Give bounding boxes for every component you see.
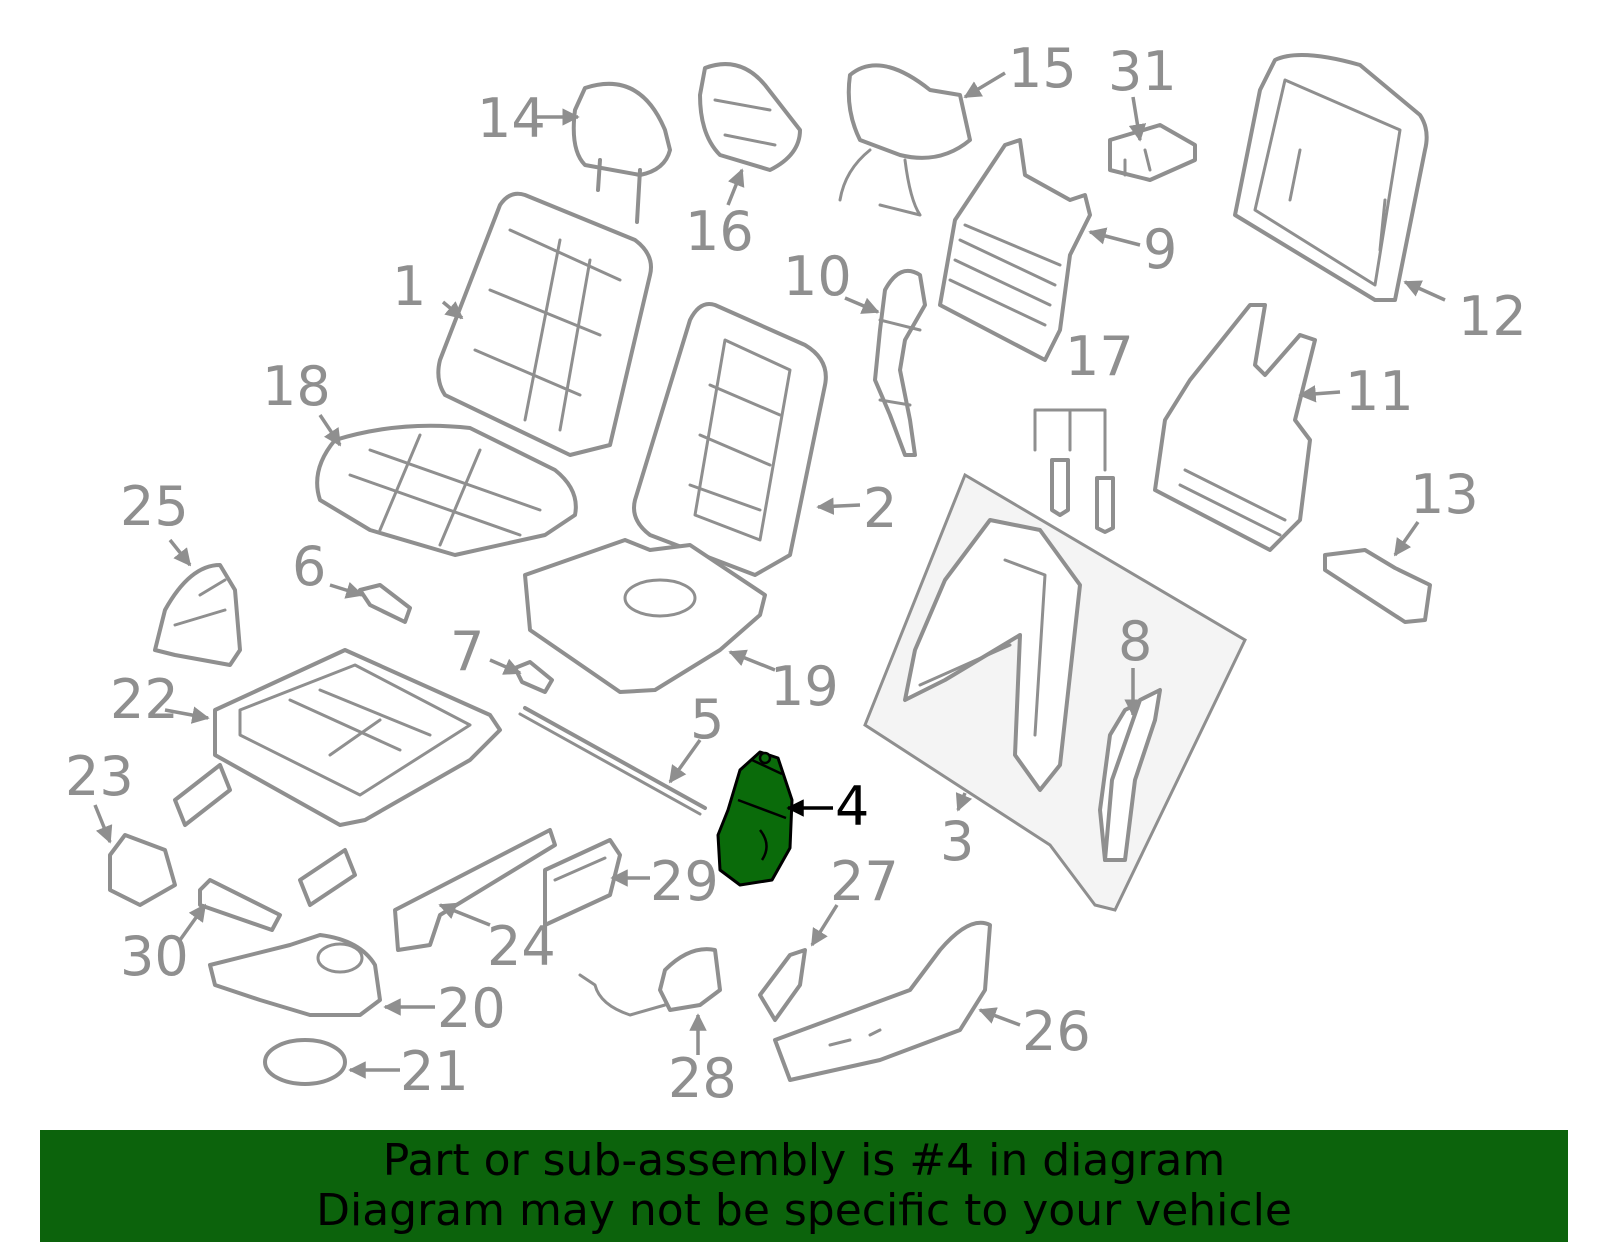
callout-23: 23 — [65, 745, 134, 808]
callout-1: 1 — [392, 255, 426, 318]
part-19-cushion-pad[interactable] — [523, 538, 767, 694]
callout-5: 5 — [690, 688, 724, 751]
banner-line-1: Part or sub-assembly is #4 in diagram — [382, 1135, 1226, 1186]
part-3-seat-back-frame[interactable] — [863, 472, 1247, 912]
callout-27: 27 — [830, 850, 899, 913]
callout-14: 14 — [477, 87, 546, 150]
banner-line-2: Diagram may not be specific to your vehi… — [316, 1185, 1292, 1236]
callout-10: 10 — [783, 245, 852, 308]
callout-11: 11 — [1345, 360, 1414, 423]
callout-28: 28 — [668, 1047, 737, 1110]
callout-2: 2 — [863, 477, 897, 540]
part-21-ring[interactable] — [263, 1038, 347, 1086]
callout-6: 6 — [292, 535, 326, 598]
callout-3: 3 — [940, 810, 974, 873]
part-2-seat-back-pad[interactable] — [632, 302, 828, 577]
callout-18: 18 — [262, 355, 331, 418]
part-8-trim-cover[interactable] — [1103, 688, 1162, 862]
part-30-bracket[interactable] — [198, 878, 282, 932]
part-15-headrest-frame[interactable] — [838, 63, 972, 217]
part-1-seat-back-cover[interactable] — [436, 191, 653, 457]
callout-7: 7 — [450, 620, 484, 683]
callout-9: 9 — [1143, 218, 1177, 281]
callout-22: 22 — [110, 668, 179, 731]
callout-19: 19 — [770, 655, 839, 718]
part-5-rod[interactable] — [518, 706, 707, 816]
part-31-connector[interactable] — [1108, 123, 1197, 182]
callout-15: 15 — [1008, 37, 1077, 100]
part-22-seat-frame[interactable] — [173, 648, 502, 907]
part-14-headrest[interactable] — [571, 81, 672, 224]
callout-31: 31 — [1108, 40, 1177, 103]
part-28-switch-harness[interactable] — [578, 947, 722, 1017]
callout-30: 30 — [120, 925, 189, 988]
part-11-back-shield[interactable] — [1153, 303, 1317, 552]
callout-20: 20 — [437, 977, 506, 1040]
callout-16: 16 — [685, 200, 754, 263]
callout-4: 4 — [835, 775, 869, 838]
part-27-trim[interactable] — [758, 948, 807, 1022]
callout-25: 25 — [120, 475, 189, 538]
callout-24: 24 — [487, 915, 556, 978]
part-10-cable-assembly[interactable] — [873, 269, 927, 457]
part-25-side-shield[interactable] — [153, 563, 242, 667]
part-29-control-panel[interactable] — [543, 838, 622, 927]
info-banner: Part or sub-assembly is #4 in diagram Di… — [40, 1130, 1568, 1242]
part-12-back-panel[interactable] — [1233, 53, 1429, 302]
part-4-seat-motor[interactable] — [716, 750, 794, 887]
callout-13: 13 — [1410, 463, 1479, 526]
seat-parts-diagram: 14 15 31 16 9 10 12 11 17 1 18 2 13 25 6… — [65, 37, 1527, 1110]
part-16-headrest-pad[interactable] — [698, 62, 802, 172]
callout-21: 21 — [400, 1040, 469, 1103]
part-18-cushion-cover[interactable] — [315, 423, 578, 557]
part-13-bracket[interactable] — [1323, 548, 1432, 624]
callout-labels: 14 15 31 16 9 10 12 11 17 1 18 2 13 25 6… — [65, 37, 1527, 1110]
part-6-bolt[interactable] — [358, 583, 412, 624]
callout-26: 26 — [1022, 1000, 1091, 1063]
callout-8: 8 — [1118, 610, 1152, 673]
part-9-lumbar[interactable] — [938, 138, 1092, 362]
part-7-clip[interactable] — [513, 660, 554, 694]
callout-12: 12 — [1458, 285, 1527, 348]
callout-17: 17 — [1065, 325, 1134, 388]
part-17-studs[interactable] — [1033, 408, 1115, 534]
part-23-module[interactable] — [108, 833, 177, 907]
part-20-track-motor[interactable] — [208, 933, 382, 1017]
callout-29: 29 — [650, 850, 719, 913]
part-26-side-panel[interactable] — [773, 920, 992, 1082]
leader-arrows — [93, 71, 1446, 1079]
